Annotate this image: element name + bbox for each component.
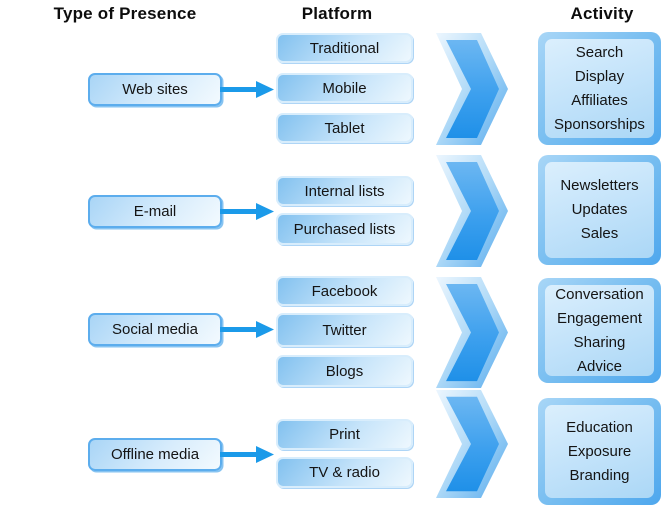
chevron-right-icon [436,277,508,388]
activity-item: Engagement [556,309,643,327]
activity-box-social-media: Conversation Engagement Sharing Advice [538,278,661,383]
column-header-activity: Activity [570,4,634,23]
presence-box-web-sites: Web sites [88,73,222,106]
activity-item: Sales [580,225,619,242]
presence-label: Offline media [110,446,200,463]
activity-list: Conversation Engagement Sharing Advice [545,285,654,376]
platform-box-tv-radio: TV & radio [276,457,413,488]
activity-item: Search [575,43,624,61]
presence-box-e-mail: E-mail [88,195,222,228]
platform-label: Print [329,426,360,443]
activity-item: Branding [569,466,630,484]
presence-label: E-mail [133,203,177,220]
activity-list: Newsletters Updates Sales [545,162,654,258]
platform-box-tablet: Tablet [276,113,413,143]
column-header-type-of-presence: Type of Presence [53,4,197,23]
activity-item: Sharing [573,333,626,351]
activity-item: Affiliates [571,91,628,109]
platform-label: TV & radio [309,464,380,481]
activity-box-offline-media: Education Exposure Branding [538,398,661,505]
platform-box-purchased-lists: Purchased lists [276,213,413,245]
platform-label: Facebook [311,282,378,300]
presence-label: Web sites [122,81,188,98]
activity-box-web-sites: Search Display Affiliates Sponsorships [538,32,661,145]
activity-item: Exposure [567,442,632,460]
platform-box-internal-lists: Internal lists [276,176,413,206]
platform-box-mobile: Mobile [276,73,413,103]
platform-label: Mobile [322,79,367,97]
activity-item: Advice [576,357,623,375]
activity-box-e-mail: Newsletters Updates Sales [538,155,661,265]
right-arrow-icon [220,446,274,463]
presence-label: Social media [112,321,198,338]
platform-label: Tablet [324,119,365,137]
platform-box-print: Print [276,419,413,450]
activity-list: Search Display Affiliates Sponsorships [545,39,654,138]
platform-box-twitter: Twitter [276,313,413,347]
activity-item: Sponsorships [554,115,645,133]
column-header-platform: Platform [301,4,373,23]
platform-label: Purchased lists [293,220,396,238]
platform-label: Internal lists [304,182,385,200]
chevron-right-icon [436,390,508,498]
platform-label: Traditional [309,39,380,57]
presence-box-offline-media: Offline media [88,438,222,471]
activity-item: Newsletters [560,177,639,194]
presence-box-social-media: Social media [88,313,222,346]
chevron-right-icon [436,33,508,145]
platform-label: Blogs [325,362,364,380]
activity-item: Updates [571,201,628,218]
platform-box-blogs: Blogs [276,355,413,387]
activity-item: Education [566,418,633,436]
platform-box-facebook: Facebook [276,276,413,306]
platform-box-traditional: Traditional [276,33,413,63]
activity-item: Conversation [555,285,644,303]
right-arrow-icon [220,81,274,98]
activity-item: Display [574,67,625,85]
right-arrow-icon [220,321,274,338]
chevron-right-icon [436,155,508,267]
activity-list: Education Exposure Branding [545,405,654,498]
right-arrow-icon [220,203,274,220]
platform-label: Twitter [322,321,367,339]
